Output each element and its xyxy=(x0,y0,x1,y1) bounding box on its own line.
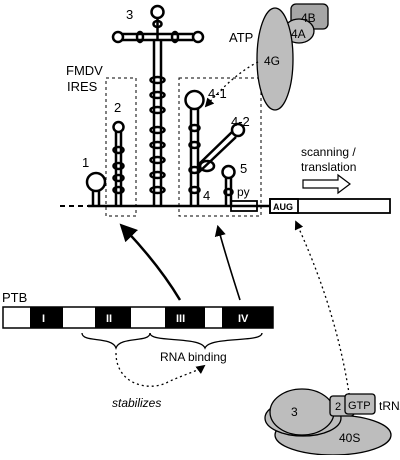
eif2-label: 2 xyxy=(335,401,341,413)
ptb-to-domain2-arrow xyxy=(119,223,182,301)
ires-rna xyxy=(60,4,391,214)
domain-label-3: 3 xyxy=(126,7,133,22)
rrm-label-3: III xyxy=(176,313,185,325)
rrm-label-4: IV xyxy=(238,313,249,325)
domain-3-stemloop xyxy=(111,4,205,206)
rrm-label-2: II xyxy=(106,313,112,325)
domain-label-5: 5 xyxy=(240,161,247,176)
ires-title-line1: FMDV xyxy=(66,63,103,78)
stabilizes-dotted-arrow xyxy=(115,352,206,387)
domain-label-4-2: 4-2 xyxy=(231,114,250,129)
brace-rrm-1-2 xyxy=(81,332,151,351)
ptb-to-domain4-arrow xyxy=(214,224,241,301)
domain-label-1: 1 xyxy=(82,155,89,170)
gtp-shape xyxy=(344,393,376,415)
domain-label-4: 4 xyxy=(203,188,210,203)
eif3-shape xyxy=(269,388,335,436)
eif4g-shape xyxy=(256,7,294,111)
scanning-arrow xyxy=(302,173,351,195)
domain-label-2: 2 xyxy=(114,100,121,115)
ires-title-line2: IRES xyxy=(67,79,98,94)
domain-5-stemloop xyxy=(221,164,236,206)
eif4-binding-dotted-arrow xyxy=(204,61,259,108)
eif3-label: 3 xyxy=(291,405,298,419)
eif4a-label: 4A xyxy=(291,27,306,41)
ptb-protein: I II III IV xyxy=(2,306,274,329)
domain-2-dashed-box xyxy=(105,77,137,217)
40s-label: 40S xyxy=(339,431,360,445)
ptb-label: PTB xyxy=(2,290,27,305)
ribosome-43s-complex: 3 2 GTP tRNAi 40S xyxy=(264,388,400,456)
rna-binding-label: RNA binding xyxy=(160,350,227,364)
brace-rrm-3-4 xyxy=(149,332,263,350)
stabilizes-label: stabilizes xyxy=(112,396,161,410)
rrm-label-1: I xyxy=(42,313,45,325)
domain-4-5-dashed-box xyxy=(178,77,262,217)
domain-4-stemloop xyxy=(184,89,246,206)
translation-label: translation xyxy=(301,160,356,174)
ribosome-recruit-dotted-arrow xyxy=(294,220,351,401)
domain-1-stemloop xyxy=(85,171,107,206)
eif4g-label: 4G xyxy=(264,54,280,68)
eif4b-label: 4B xyxy=(301,11,316,25)
rrm-4 xyxy=(222,307,273,328)
domain-2-stemloop xyxy=(112,120,125,206)
eif4-complex: 4B 4A 4G xyxy=(256,3,329,111)
rrm-3 xyxy=(165,307,205,328)
rrm-1 xyxy=(30,307,63,328)
trnai-label: tRNAi xyxy=(379,399,400,413)
py-label: py xyxy=(237,185,250,199)
rrm-2 xyxy=(95,307,131,328)
aug-label: AUG xyxy=(273,202,293,212)
atp-label: ATP xyxy=(229,30,253,45)
gtp-label: GTP xyxy=(348,400,371,412)
scanning-label: scanning / xyxy=(301,145,356,159)
